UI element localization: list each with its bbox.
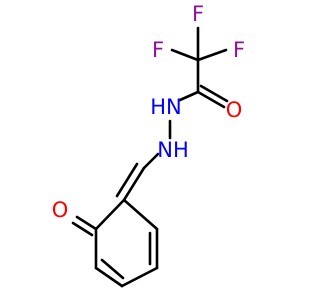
molecule-diagram: F F F O HN NH O <box>52 2 245 288</box>
atom-n-amine: NH <box>157 138 189 162</box>
bond-ring-double-lower <box>100 258 125 280</box>
bond-ring-c-o-1 <box>75 215 98 231</box>
bond-n-ch <box>142 152 160 170</box>
bond-ring-c-o-2 <box>71 221 94 237</box>
bond-ring-c3-c4 <box>94 266 124 288</box>
bond-cf3-f-right <box>196 48 228 62</box>
bond-cf3-f-left <box>170 48 200 62</box>
bond-carbonyl-o-2 <box>199 84 229 103</box>
bond-ch-ring-1 <box>122 166 146 202</box>
structure-canvas: F F F O HN NH O <box>52 2 245 288</box>
atom-f-left: F <box>152 38 164 62</box>
bond-ring-c6-c1 <box>122 198 159 231</box>
bond-ring-c4-c5 <box>120 266 159 288</box>
bond-carbonyl-n <box>178 90 200 102</box>
atom-o-amide: O <box>226 98 243 122</box>
bond-carbonyl-o-1 <box>196 90 226 109</box>
atom-n-amide: HN <box>150 95 182 119</box>
atom-f-right: F <box>233 38 245 62</box>
bond-ring-c1-c2 <box>94 198 126 231</box>
bond-ch-ring-2 <box>115 162 139 198</box>
atom-o-ring: O <box>52 198 69 222</box>
atom-f-top: F <box>192 2 204 26</box>
